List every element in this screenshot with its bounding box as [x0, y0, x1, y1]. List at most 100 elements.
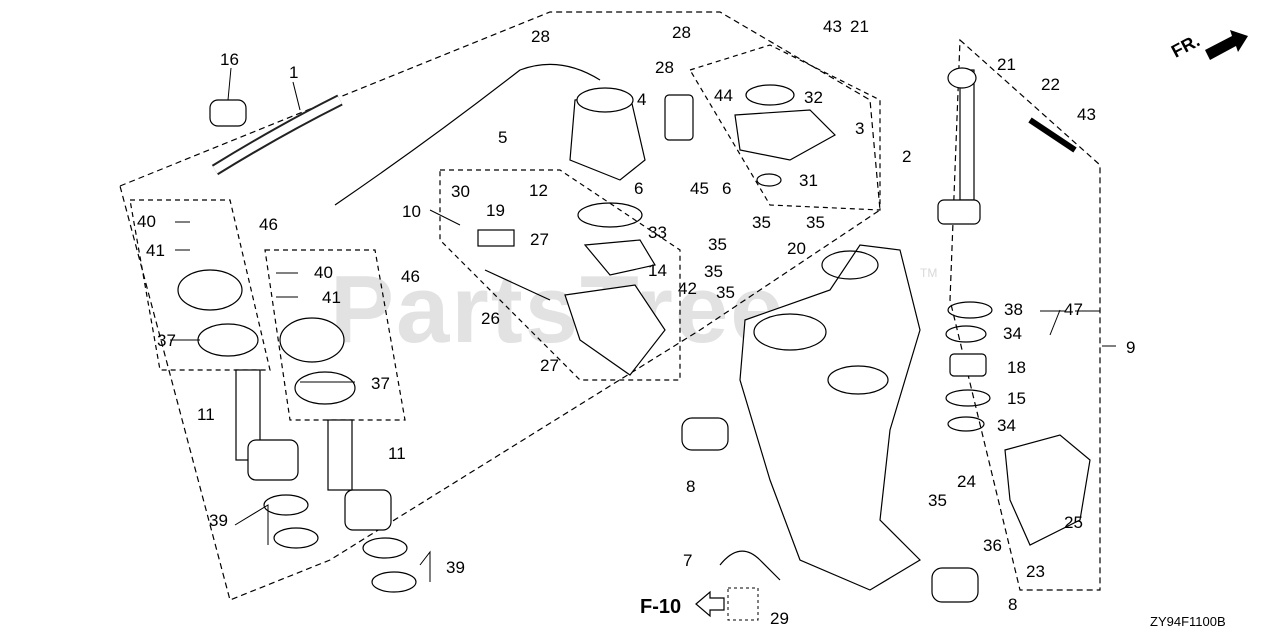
- callout-41-b: 41: [322, 288, 341, 307]
- callout-8-b: 8: [1008, 595, 1018, 614]
- valve-body: [564, 284, 666, 376]
- callout-28-a: 28: [531, 27, 550, 46]
- nut-31: [756, 173, 782, 187]
- callout-1: 1: [289, 63, 299, 82]
- casing-port-top: [821, 250, 879, 280]
- callout-39-b: 39: [446, 558, 465, 577]
- fr-arrow: [1205, 30, 1248, 60]
- callout-38: 38: [1004, 300, 1023, 319]
- bushing-18: [949, 353, 987, 377]
- callout-32: 32: [804, 88, 823, 107]
- callout-34-b: 34: [997, 416, 1016, 435]
- callout-10: 10: [402, 202, 421, 221]
- ring-34-b: [947, 416, 985, 432]
- callout-45: 45: [690, 179, 709, 198]
- watermark: PartsTree: [330, 256, 786, 363]
- callout-20: 20: [787, 239, 806, 258]
- callout-14: 14: [648, 261, 667, 280]
- o-ring-32: [745, 84, 795, 106]
- callout-37-a: 37: [157, 331, 176, 350]
- casing-port-middle: [753, 313, 827, 351]
- ring-34-a: [945, 325, 987, 343]
- callout-47: 47: [1064, 300, 1083, 319]
- watermark-trademark: TM: [920, 266, 938, 280]
- callout-34-a: 34: [1003, 324, 1022, 343]
- trim-piston: [937, 199, 981, 225]
- bolt-19: [477, 229, 515, 247]
- callout-4: 4: [637, 90, 647, 109]
- armature: [664, 94, 694, 141]
- reference-label-f10: F-10: [640, 596, 682, 618]
- callout-21-a: 21: [850, 17, 869, 36]
- callout-30: 30: [451, 182, 470, 201]
- callout-12: 12: [529, 181, 548, 200]
- callout-21-b: 21: [997, 55, 1016, 74]
- callout-40-b: 40: [314, 263, 333, 282]
- ring-15: [945, 389, 991, 407]
- o-ring-37-left: [197, 323, 259, 357]
- callout-42: 42: [678, 279, 697, 298]
- callout-19: 19: [486, 201, 505, 220]
- callout-6-a: 6: [634, 179, 644, 198]
- pin-22: [1028, 117, 1077, 153]
- callout-28-b: 28: [672, 23, 691, 42]
- callout-11-b: 11: [388, 444, 406, 463]
- leader-lines: [170, 67, 1116, 582]
- ground-wire: [719, 550, 781, 581]
- callout-44: 44: [714, 86, 733, 105]
- callout-36: 36: [983, 536, 1002, 555]
- callout-35-c: 35: [708, 235, 727, 254]
- callout-41-a: 41: [146, 241, 165, 260]
- callout-15: 15: [1007, 389, 1026, 408]
- ring-38: [947, 301, 993, 319]
- seal-39-d: [371, 571, 417, 593]
- callout-5: 5: [498, 128, 508, 147]
- callout-39-a: 39: [209, 511, 228, 530]
- seal-39-b: [273, 527, 319, 549]
- casing-port-lower: [827, 365, 889, 395]
- callout-7: 7: [683, 551, 693, 570]
- bolt-26: [484, 269, 551, 301]
- group-outline-pump: [119, 11, 881, 601]
- callout-35-d: 35: [704, 262, 723, 281]
- callout-35-b: 35: [806, 213, 825, 232]
- callout-35-e: 35: [716, 283, 735, 302]
- o-ring-37-right: [294, 371, 356, 405]
- callout-16: 16: [220, 50, 239, 69]
- callout-11-a: 11: [197, 405, 215, 424]
- callout-9: 9: [1126, 338, 1136, 357]
- group-outline-right-piston: [264, 249, 406, 421]
- callout-8-a: 8: [686, 477, 696, 496]
- callout-3: 3: [855, 119, 865, 138]
- reservoir-tank: [1004, 434, 1091, 546]
- f10-arrow: [695, 590, 725, 618]
- callout-28-c: 28: [655, 58, 674, 77]
- seal-39-c: [362, 537, 408, 559]
- callout-43-a: 43: [823, 17, 842, 36]
- callout-27-a: 27: [530, 230, 549, 249]
- trim-rod-eye: [947, 67, 977, 89]
- group-outline-valve: [439, 169, 681, 381]
- group-outline-motor: [689, 44, 881, 211]
- cylinder-cap-left: [177, 269, 243, 311]
- callout-37-b: 37: [371, 374, 390, 393]
- callout-35-a: 35: [752, 213, 771, 232]
- fitting-8-left: [681, 417, 729, 451]
- callout-46-b: 46: [401, 267, 420, 286]
- piston-rod-right: [327, 419, 353, 491]
- callout-6-b: 6: [722, 179, 732, 198]
- trim-rod: [959, 69, 975, 201]
- cylinder-cap-right: [279, 317, 345, 363]
- callout-35-f: 35: [928, 491, 947, 510]
- callout-27-b: 27: [540, 356, 559, 375]
- callout-23: 23: [1026, 562, 1045, 581]
- callout-26: 26: [481, 309, 500, 328]
- motor-cable: [334, 63, 601, 206]
- callout-2: 2: [902, 147, 912, 166]
- callout-25: 25: [1064, 513, 1083, 532]
- f10-bolt-box: [727, 587, 759, 621]
- callout-22: 22: [1041, 75, 1060, 94]
- callout-33: 33: [648, 223, 667, 242]
